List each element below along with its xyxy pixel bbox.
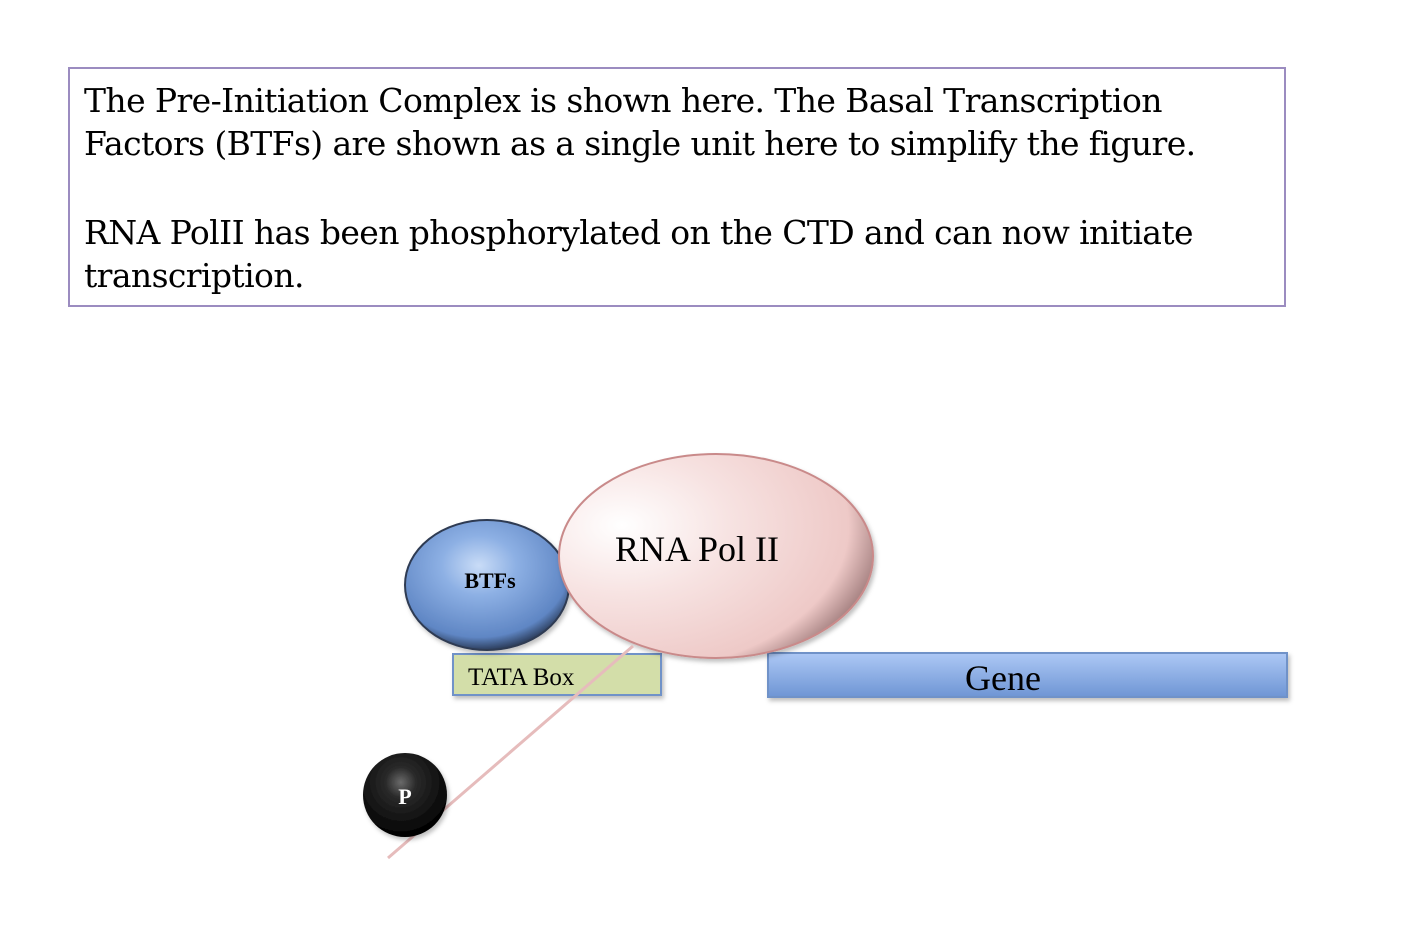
caption-paragraph-1: The Pre-Initiation Complex is shown here… — [84, 81, 1196, 163]
tata-box-label: TATA Box — [468, 664, 575, 691]
phosphate-group: P — [363, 753, 447, 837]
btfs-label: BTFs — [464, 568, 516, 593]
gene-box: Gene — [767, 652, 1288, 698]
phosphate-label: P — [398, 784, 411, 809]
caption-paragraph-2: RNA PolII has been phosphorylated on the… — [84, 213, 1194, 295]
rna-pol-ii: RNA Pol II — [558, 453, 874, 659]
btfs-complex: BTFs — [404, 519, 570, 651]
rna-pol-ii-label: RNA Pol II — [615, 529, 779, 569]
caption-box: The Pre-Initiation Complex is shown here… — [68, 67, 1286, 307]
tata-box: TATA Box — [452, 653, 662, 696]
gene-label: Gene — [965, 658, 1041, 698]
